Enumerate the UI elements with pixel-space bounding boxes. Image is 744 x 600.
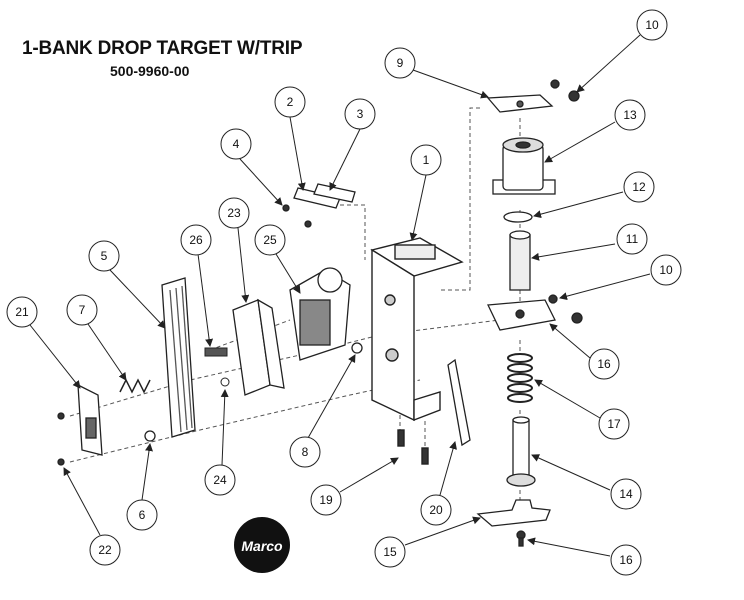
svg-text:25: 25 bbox=[263, 233, 277, 247]
callout-2: 2 bbox=[274, 86, 306, 191]
target-bracket bbox=[232, 298, 285, 396]
callouts: 1 2 3 4 5 bbox=[6, 9, 682, 576]
top-bracket bbox=[486, 79, 580, 113]
callout-3: 3 bbox=[329, 98, 376, 191]
svg-text:23: 23 bbox=[227, 206, 241, 220]
svg-text:5: 5 bbox=[101, 249, 108, 263]
switch-stack bbox=[282, 183, 356, 228]
callout-26: 26 bbox=[180, 224, 214, 347]
callout-4: 4 bbox=[220, 128, 283, 206]
svg-text:19: 19 bbox=[319, 493, 333, 507]
svg-text:10: 10 bbox=[645, 18, 659, 32]
svg-text:Marco: Marco bbox=[241, 538, 283, 554]
callout-13: 13 bbox=[544, 99, 646, 163]
target-mechanism bbox=[289, 267, 351, 361]
callout-19: 19 bbox=[310, 457, 399, 516]
trip-link bbox=[447, 358, 471, 447]
svg-text:2: 2 bbox=[287, 95, 294, 109]
plunger-spring bbox=[507, 353, 533, 403]
screw bbox=[220, 377, 230, 387]
svg-text:16: 16 bbox=[597, 357, 611, 371]
svg-text:8: 8 bbox=[302, 445, 309, 459]
svg-text:11: 11 bbox=[626, 232, 639, 246]
callout-21: 21 bbox=[6, 296, 81, 389]
callout-16-upper: 16 bbox=[549, 323, 620, 380]
coil-sleeve bbox=[509, 230, 531, 291]
callout-8: 8 bbox=[289, 354, 356, 468]
svg-text:1: 1 bbox=[423, 153, 430, 167]
callout-23: 23 bbox=[218, 197, 250, 303]
part-number: 500-9960-00 bbox=[110, 63, 190, 79]
callout-1: 1 bbox=[409, 144, 442, 241]
svg-text:7: 7 bbox=[79, 303, 86, 317]
callout-5: 5 bbox=[88, 240, 166, 329]
plunger bbox=[506, 416, 536, 487]
coil-assembly bbox=[492, 137, 556, 195]
svg-text:12: 12 bbox=[632, 180, 646, 194]
svg-text:13: 13 bbox=[623, 108, 637, 122]
callout-22: 22 bbox=[63, 467, 121, 566]
callout-16-lower: 16 bbox=[527, 537, 642, 576]
svg-text:14: 14 bbox=[619, 487, 633, 501]
svg-text:9: 9 bbox=[397, 56, 404, 70]
screw bbox=[204, 347, 228, 357]
svg-text:24: 24 bbox=[213, 473, 227, 487]
svg-text:10: 10 bbox=[659, 263, 673, 277]
callout-15: 15 bbox=[374, 516, 481, 568]
svg-text:4: 4 bbox=[233, 137, 240, 151]
callout-12: 12 bbox=[533, 171, 655, 219]
svg-text:26: 26 bbox=[189, 233, 203, 247]
callout-9: 9 bbox=[384, 47, 489, 99]
callout-11: 11 bbox=[531, 223, 648, 261]
callout-17: 17 bbox=[534, 379, 630, 440]
switch-plate bbox=[57, 383, 103, 466]
svg-text:15: 15 bbox=[383, 545, 397, 559]
callout-10-top: 10 bbox=[576, 9, 668, 93]
callout-25: 25 bbox=[254, 224, 301, 294]
svg-text:3: 3 bbox=[357, 107, 364, 121]
svg-text:20: 20 bbox=[429, 503, 443, 517]
callout-6: 6 bbox=[126, 443, 158, 531]
washer bbox=[144, 430, 156, 442]
washer bbox=[503, 211, 533, 223]
base-plate bbox=[476, 499, 551, 547]
marco-logo: Marco bbox=[234, 517, 290, 573]
callout-10-mid: 10 bbox=[559, 254, 682, 301]
diagram-title: 1-BANK DROP TARGET W/TRIP bbox=[22, 38, 303, 59]
plunger-bracket bbox=[487, 294, 583, 331]
svg-text:16: 16 bbox=[619, 553, 633, 567]
main-bracket bbox=[370, 237, 464, 465]
callout-14: 14 bbox=[531, 454, 642, 510]
svg-text:17: 17 bbox=[607, 417, 621, 431]
drop-target bbox=[161, 277, 196, 438]
small-spring bbox=[119, 378, 151, 394]
nut bbox=[351, 342, 363, 354]
callout-24: 24 bbox=[204, 389, 236, 496]
svg-text:22: 22 bbox=[98, 543, 112, 557]
callout-20: 20 bbox=[420, 441, 457, 526]
svg-text:21: 21 bbox=[15, 305, 29, 319]
callout-7: 7 bbox=[66, 294, 127, 381]
svg-text:6: 6 bbox=[139, 508, 146, 522]
